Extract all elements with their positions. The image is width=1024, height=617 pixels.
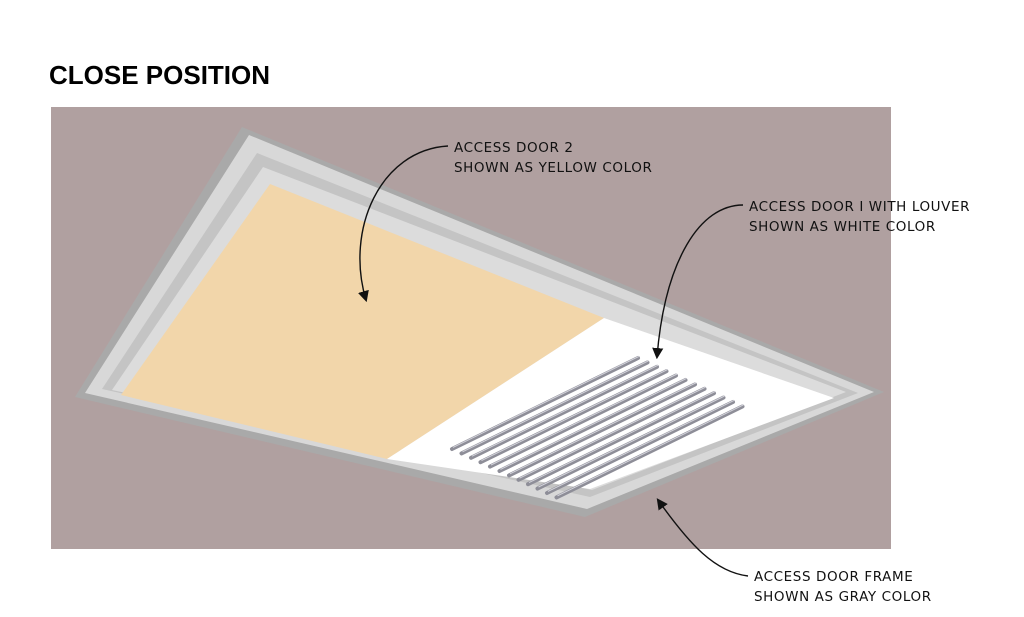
- louver-slot: [554, 404, 745, 500]
- louver-slot-highlight: [509, 382, 697, 475]
- louver-slot: [516, 386, 707, 482]
- callout-frame-line-1: ACCESS DOOR FRAME: [754, 569, 913, 585]
- callout-door2-line-1: ACCESS DOOR 2: [454, 140, 574, 156]
- callout-access-door-2: ACCESS DOOR 2 SHOWN AS YELLOW COLOR: [358, 140, 652, 303]
- louver-slot: [497, 378, 688, 473]
- louver-slot-highlight: [471, 364, 659, 457]
- louver-slot: [469, 364, 659, 460]
- louver-slot: [507, 382, 697, 478]
- callout-frame-arrow: [656, 498, 749, 577]
- louver-slot: [545, 400, 735, 495]
- louver-slot: [535, 395, 726, 491]
- louver-slot-highlight: [490, 373, 678, 466]
- louver-grille: [450, 355, 745, 500]
- callout-door1-line-1: ACCESS DOOR I WITH LOUVER: [749, 199, 970, 215]
- louver-slot-highlight: [481, 369, 668, 462]
- louver-slot: [488, 373, 678, 469]
- access-door-2: [121, 184, 604, 459]
- louver-slot-highlight: [452, 355, 640, 448]
- louver-slot-highlight: [500, 377, 687, 470]
- callout-access-door-frame: ACCESS DOOR FRAME SHOWN AS GRAY COLOR: [656, 498, 932, 605]
- louver-slot-highlight: [557, 404, 744, 497]
- callout-frame-line-2: SHOWN AS GRAY COLOR: [754, 589, 932, 605]
- callout-door1-line-2: SHOWN AS WHITE COLOR: [749, 219, 936, 235]
- page-title: CLOSE POSITION: [49, 60, 271, 90]
- louver-slot-highlight: [547, 399, 735, 492]
- louver-slot-highlight: [519, 386, 706, 479]
- callout-door2-arrow: [358, 145, 449, 303]
- callout-access-door-1: ACCESS DOOR I WITH LOUVER SHOWN AS WHITE…: [652, 199, 970, 360]
- louver-slot-highlight: [462, 360, 649, 453]
- louver-slot: [450, 356, 640, 451]
- louver-slot: [459, 360, 650, 456]
- callout-door1-arrow: [652, 204, 744, 360]
- louver-slot-highlight: [538, 395, 725, 488]
- louver-slot: [478, 369, 669, 465]
- louver-slot-highlight: [528, 391, 716, 484]
- callout-door2-line-2: SHOWN AS YELLOW COLOR: [454, 160, 652, 176]
- louver-slot: [526, 391, 716, 487]
